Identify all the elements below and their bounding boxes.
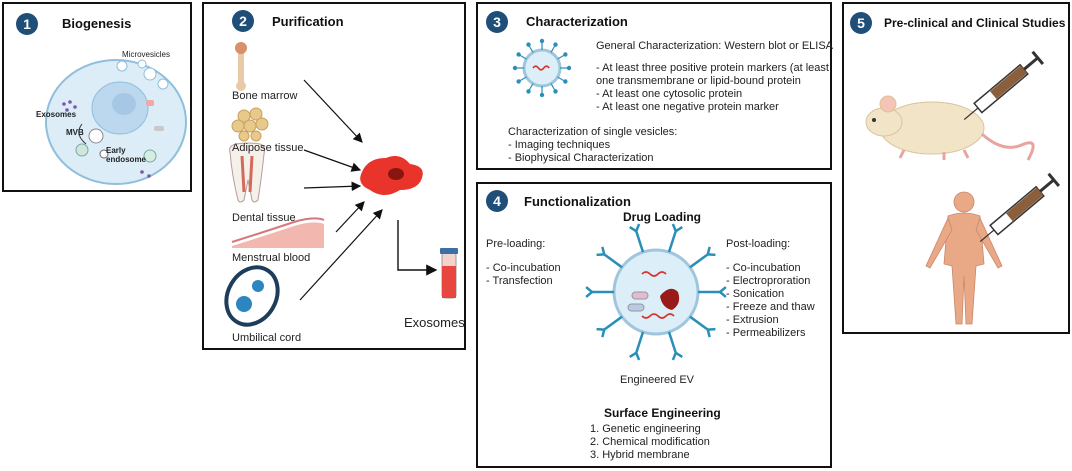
panel-title-characterization: Characterization (526, 14, 628, 29)
pre-loading-heading: Pre-loading: (486, 238, 546, 250)
panel-purification: 2 Purification (202, 2, 466, 350)
bone-icon (235, 42, 247, 91)
step-badge-3: 3 (486, 11, 508, 33)
source-label-dental-tissue: Dental tissue (232, 212, 296, 224)
purification-graphics (224, 42, 458, 327)
general-item-2: one transmembrane or lipid-bound protein (596, 75, 801, 87)
vesicle-icon (512, 38, 572, 98)
exosome-tube-icon (440, 248, 458, 299)
panel-clinical-studies: 5 Pre-clinical and Clinical Studies (842, 2, 1070, 334)
source-label-adipose-tissue: Adipose tissue (232, 142, 304, 154)
general-item-4: - At least one negative protein marker (596, 101, 779, 113)
source-label-umbilical-cord: Umbilical cord (232, 332, 302, 344)
panel-functionalization: 4 Functionalization Drug Loading Pre-loa… (476, 182, 832, 468)
panel-title-clinical-studies: Pre-clinical and Clinical Studies (884, 16, 1066, 30)
label-mvb: MVB (66, 128, 84, 137)
post-loading-item-6: - Permeabilizers (726, 327, 806, 339)
human-icon (925, 191, 1003, 325)
panel-characterization: 3 Characterization General Characterizat… (476, 2, 834, 170)
output-label-exosomes: Exosomes (404, 315, 465, 330)
syringe-icon-1 (963, 50, 1045, 121)
panel-title-biogenesis: Biogenesis (62, 16, 132, 31)
panel-title-functionalization: Functionalization (524, 194, 631, 209)
engineered-ev-label: Engineered EV (620, 374, 694, 386)
single-item-2: - Biophysical Characterization (508, 152, 654, 164)
umbilical-cord-icon (224, 265, 280, 327)
surface-item-3: 3. Hybrid membrane (590, 449, 690, 461)
engineered-ev-icon (585, 223, 727, 361)
pre-loading-item-2: - Transfection (486, 275, 553, 287)
mouse-icon (865, 95, 1035, 161)
post-loading-item-1: - Co-incubation (726, 262, 801, 274)
clinical-graphics (865, 50, 1061, 325)
post-loading-heading: Post-loading: (726, 238, 791, 250)
label-exosomes: Exosomes (36, 110, 77, 119)
post-loading-item-2: - Electroproration (726, 275, 811, 287)
pre-loading-item-1: - Co-incubation (486, 262, 561, 274)
label-microvesicles: Microvesicles (122, 50, 171, 59)
source-label-bone-marrow: Bone marrow (232, 90, 298, 102)
surface-engineering-heading: Surface Engineering (604, 406, 721, 420)
post-loading-item-4: - Freeze and thaw (726, 301, 815, 313)
source-label-menstrual-blood: Menstrual blood (232, 252, 311, 264)
general-item-1: - At least three positive protein marker… (596, 62, 829, 74)
cell-illustration (45, 59, 187, 185)
step-badge-2: 2 (232, 10, 254, 32)
label-early-endosome: Early endosome (106, 146, 147, 164)
post-loading-item-3: - Sonication (726, 288, 785, 300)
surface-item-1: 1. Genetic engineering (590, 423, 701, 435)
endometrium-icon (231, 217, 325, 248)
panel-biogenesis: 1 Biogenesis Microvesicles Exosomes MVB … (2, 2, 192, 192)
step-badge-4: 4 (486, 190, 508, 212)
drug-loading-heading: Drug Loading (623, 210, 701, 224)
adipose-icon (231, 107, 269, 142)
post-loading-item-5: - Extrusion (726, 314, 779, 326)
step-badge-5: 5 (850, 12, 872, 34)
general-characterization-heading: General Characterization: Western blot o… (596, 40, 834, 52)
surface-item-2: 2. Chemical modification (590, 436, 710, 448)
single-vesicle-heading: Characterization of single vesicles: (508, 126, 678, 138)
step-badge-1: 1 (16, 13, 38, 35)
syringe-icon-2 (979, 172, 1061, 243)
panel-title-purification: Purification (272, 14, 344, 29)
tooth-icon (229, 142, 265, 203)
general-item-3: - At least one cytosolic protein (596, 88, 743, 100)
single-item-1: - Imaging techniques (508, 139, 611, 151)
